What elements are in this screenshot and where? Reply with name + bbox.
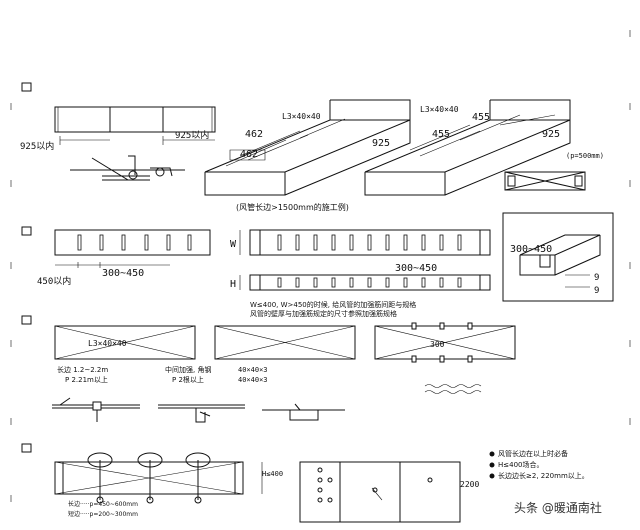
sec1-dim-925-b: 925 (542, 129, 560, 140)
sec1-angle-label-left: L3×40×40 (282, 112, 321, 121)
sec3-panel-3 (374, 322, 516, 363)
sec3-joint-profile-2 (158, 404, 245, 423)
sec1-dim-925-a: 925 (372, 138, 390, 149)
watermark-text: 头条 @暖通南社 (514, 500, 602, 515)
sec2-duct-short (54, 229, 211, 268)
section-marker-1 (21, 82, 32, 92)
sec3-spec-3a: 40×40×3 (238, 366, 268, 374)
section-marker-2 (21, 226, 32, 236)
sec1-3d-duct-left (204, 99, 411, 196)
sec1-dim-925-left: 925以内 (20, 140, 54, 152)
sec1-dim-462-a: 462 (245, 129, 263, 140)
sec3-spec-1b: P 2.21m以上 (65, 375, 108, 384)
sec3-panel-2 (214, 325, 356, 360)
sec1-3d-duct-right (364, 99, 571, 196)
sec1-dim-462-b: 462 (240, 149, 258, 160)
sec1-bracket-detail (70, 155, 185, 181)
sec2-w: W (230, 239, 237, 250)
sec2-9-a: 9 (594, 273, 599, 283)
sec4-notes (489, 451, 495, 479)
sec4-h-dim-b: 2200 (460, 480, 479, 489)
sec3-wave-line-2 (424, 390, 482, 394)
sec2-9-b: 9 (594, 286, 599, 296)
sec4-note-1: 风管长边在以上时必备 (498, 449, 568, 458)
sec4-h-dim: H≤400 (262, 470, 283, 478)
sec1-dim-925-right: 925以内 (175, 129, 209, 141)
sec2-boxed-detail (502, 212, 614, 302)
sec1-pitch: (p=500mm) (566, 152, 604, 160)
section-marker-3 (21, 315, 32, 325)
sec1-duct-side-view (54, 106, 216, 145)
sec3-joint-profile-3 (262, 403, 345, 421)
sec1-angle-label-right: L3×40×40 (420, 105, 459, 114)
sec4-note-2: H≤400场合。 (498, 460, 544, 469)
sec3-spec-2a: 中间加强, 角钢 (165, 365, 211, 374)
sec2-h: H (230, 279, 236, 290)
sec4-duct-side (54, 452, 244, 504)
sec3-spec-3b: 40×40×3 (238, 376, 268, 384)
sec3-panel-1 (54, 325, 196, 360)
sec4-p-a: 长边·····p=450~600mm (68, 500, 138, 508)
sec3-spec-2b: P 2根以上 (172, 375, 204, 384)
sec2-dim-450: 450以内 (37, 275, 71, 287)
sec2-dim-300-450-a: 300~450 (102, 268, 144, 279)
sec1-dim-455-a: 455 (472, 112, 490, 123)
sec3-angle: L3×40×40 (88, 339, 127, 348)
sec3-wave-line (424, 384, 482, 388)
sec4-duct-front (261, 461, 461, 523)
sec3-spec-1a: 长边 1.2~2.2m (57, 365, 108, 374)
sec2-note-2: 风管的壁厚与加强筋规定的尺寸参照加强筋规格 (250, 309, 397, 318)
sec2-duct-long-h (239, 274, 491, 291)
sec3-joint-profile-1 (52, 397, 140, 422)
sec1-dim-455-b: 455 (432, 129, 450, 140)
sec1-small-frame-detail (504, 171, 586, 191)
sec3-dim-300: 300 (430, 340, 445, 349)
sec2-dim-300-450-b: 300~450 (395, 263, 437, 274)
sec2-duct-long-w (239, 229, 491, 256)
sec4-p-b: 短边·····p=200~300mm (68, 510, 138, 518)
sec1-caption: (风管长边>1500mm的施工例) (236, 202, 349, 212)
sec4-note-3: 长边边长≥2, 220mm以上。 (498, 471, 589, 480)
section-marker-4 (21, 443, 32, 453)
sec2-dim-300-450-c: 300~450 (510, 244, 552, 255)
sec2-note-1: W≤400, W>450的时候, 给风管的加强筋间距与规格 (250, 300, 416, 309)
